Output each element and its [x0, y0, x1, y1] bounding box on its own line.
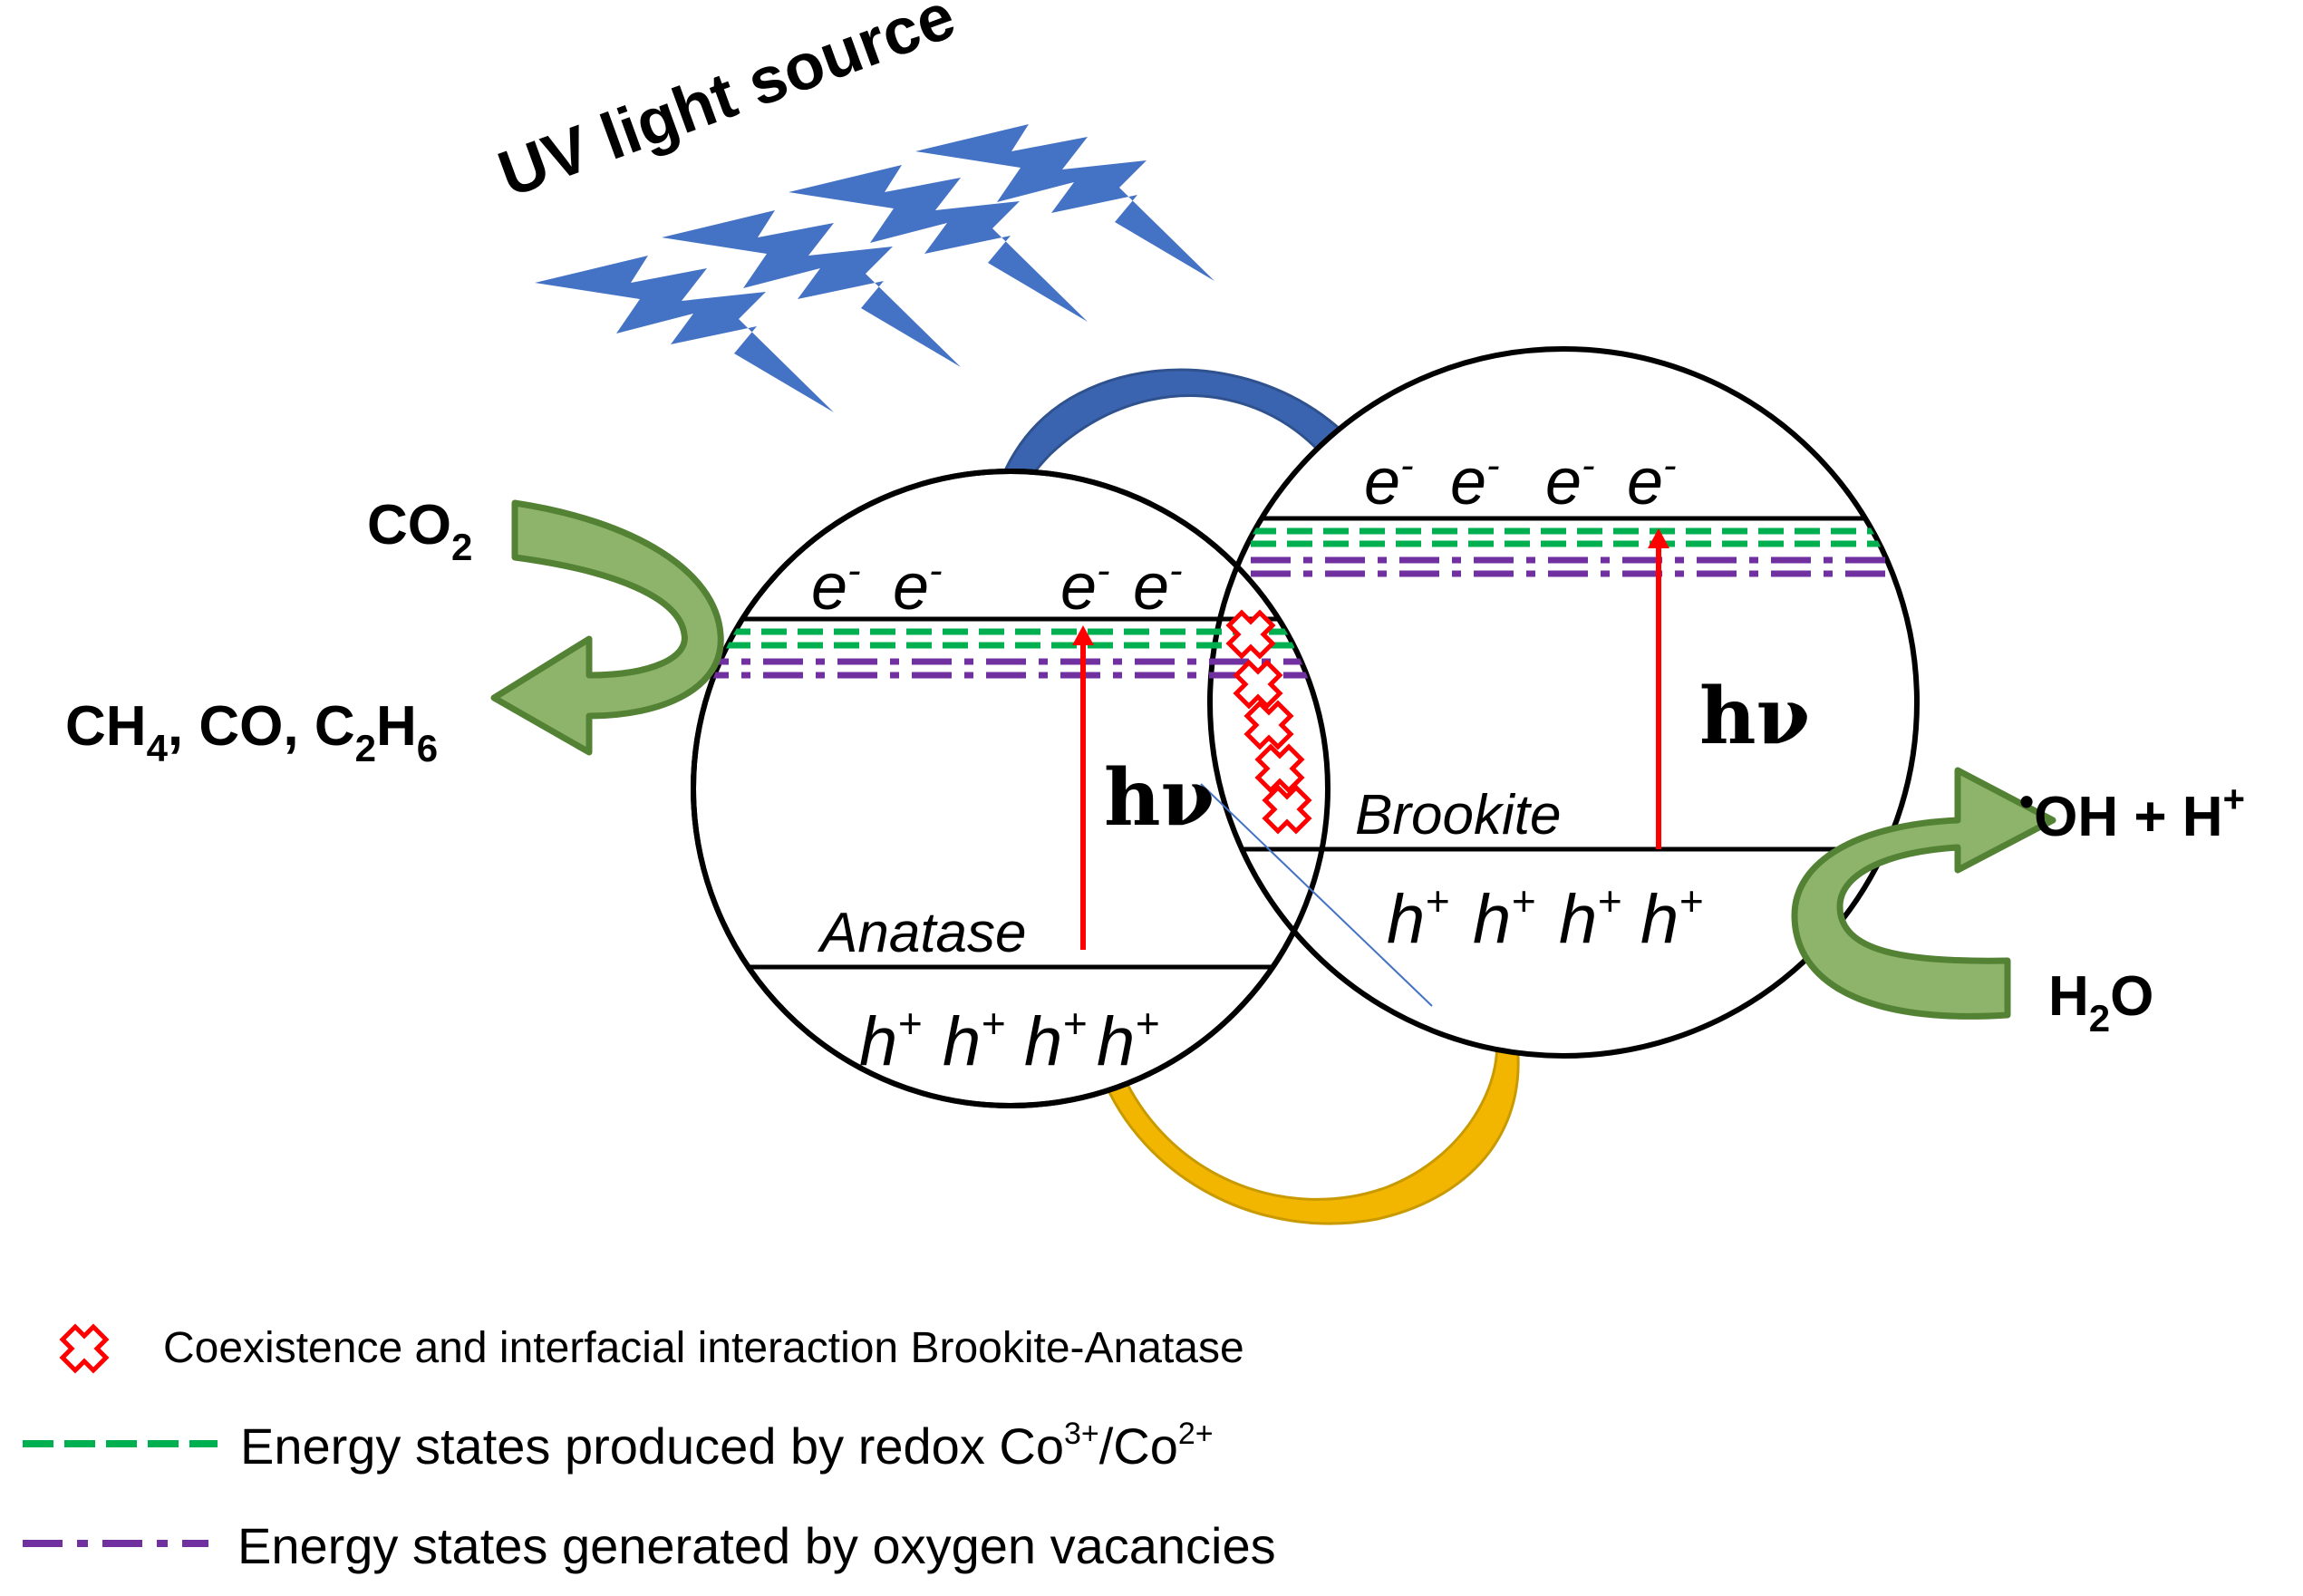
- anatase-bands: [693, 616, 1328, 970]
- svg-text:e-: e-: [1364, 443, 1414, 518]
- svg-text:e-: e-: [1545, 443, 1595, 518]
- lightning-bolt-icon: [915, 124, 1214, 281]
- svg-text:h+: h+: [859, 1000, 922, 1080]
- legend-vacancy-item: Energy states generated by oxygen vacanc…: [23, 1517, 1276, 1574]
- cross-marker-icon: [1258, 747, 1301, 790]
- anatase-holes: h+ h+ h+ h+: [859, 1000, 1159, 1080]
- brookite-bands: [1210, 516, 1917, 852]
- cross-marker-icon: [1247, 703, 1291, 747]
- brookite-label: Brookite: [1355, 784, 1561, 846]
- anatase-excitation-arrow: [1072, 625, 1094, 950]
- legend-interface-item: Coexistence and interfacial interaction …: [63, 1324, 1244, 1372]
- lightning-bolts: [535, 124, 1214, 412]
- lightning-bolt-icon: [789, 165, 1088, 322]
- svg-text:h+: h+: [1387, 877, 1449, 958]
- svg-text:e-: e-: [1060, 548, 1110, 624]
- svg-text:e-: e-: [1450, 443, 1500, 518]
- cross-marker-icon: [1229, 613, 1272, 656]
- oxidation-products-label: •OH + H+: [2019, 778, 2245, 848]
- svg-text:h+: h+: [943, 1000, 1005, 1080]
- h2o-label: H2O: [2048, 965, 2153, 1040]
- brookite-particle: [1207, 346, 1920, 1059]
- anatase-electrons: e- e- e- e-: [811, 548, 1183, 624]
- cross-marker-icon: [63, 1327, 106, 1370]
- legend-vacancy-text: Energy states generated by oxygen vacanc…: [237, 1517, 1276, 1574]
- co2-label: CO2: [367, 494, 472, 568]
- brookite-electrons: e- e- e- e-: [1364, 443, 1677, 518]
- svg-text:h+: h+: [1097, 1000, 1159, 1080]
- svg-text:h+: h+: [1473, 877, 1535, 958]
- svg-text:e-: e-: [1133, 548, 1183, 624]
- cross-marker-icon: [1265, 788, 1309, 831]
- svg-text:e-: e-: [893, 548, 943, 624]
- anatase-photon-label: hν: [1104, 752, 1214, 844]
- reduction-arrow: [490, 499, 724, 756]
- legend-redox-item: Energy states produced by redox Co3+/Co2…: [23, 1417, 1214, 1475]
- brookite-photon-label: hν: [1699, 671, 1810, 762]
- legend-redox-text: Energy states produced by redox Co3+/Co2…: [240, 1417, 1214, 1475]
- brookite-excitation-arrow: [1648, 528, 1669, 849]
- cross-marker-icon: [1236, 663, 1280, 706]
- legend-interface-text: Coexistence and interfacial interaction …: [163, 1324, 1244, 1372]
- anatase-label: Anatase: [817, 902, 1027, 964]
- title: UV light source: [489, 0, 964, 211]
- oxidation-arrow: [1791, 767, 2056, 1020]
- svg-text:h+: h+: [1559, 877, 1621, 958]
- reduction-products-label: CH4, CO, C2H6: [65, 695, 438, 769]
- svg-text:h+: h+: [1640, 877, 1703, 958]
- brookite-holes: h+ h+ h+ h+: [1387, 877, 1703, 958]
- lightning-bolt-icon: [662, 210, 961, 367]
- lightning-bolt-icon: [535, 256, 834, 412]
- svg-text:h+: h+: [1024, 1000, 1087, 1080]
- legend: Coexistence and interfacial interaction …: [23, 1324, 1276, 1574]
- svg-text:e-: e-: [811, 548, 861, 624]
- svg-text:e-: e-: [1627, 443, 1677, 518]
- thin-connector-line: [1200, 783, 1433, 1007]
